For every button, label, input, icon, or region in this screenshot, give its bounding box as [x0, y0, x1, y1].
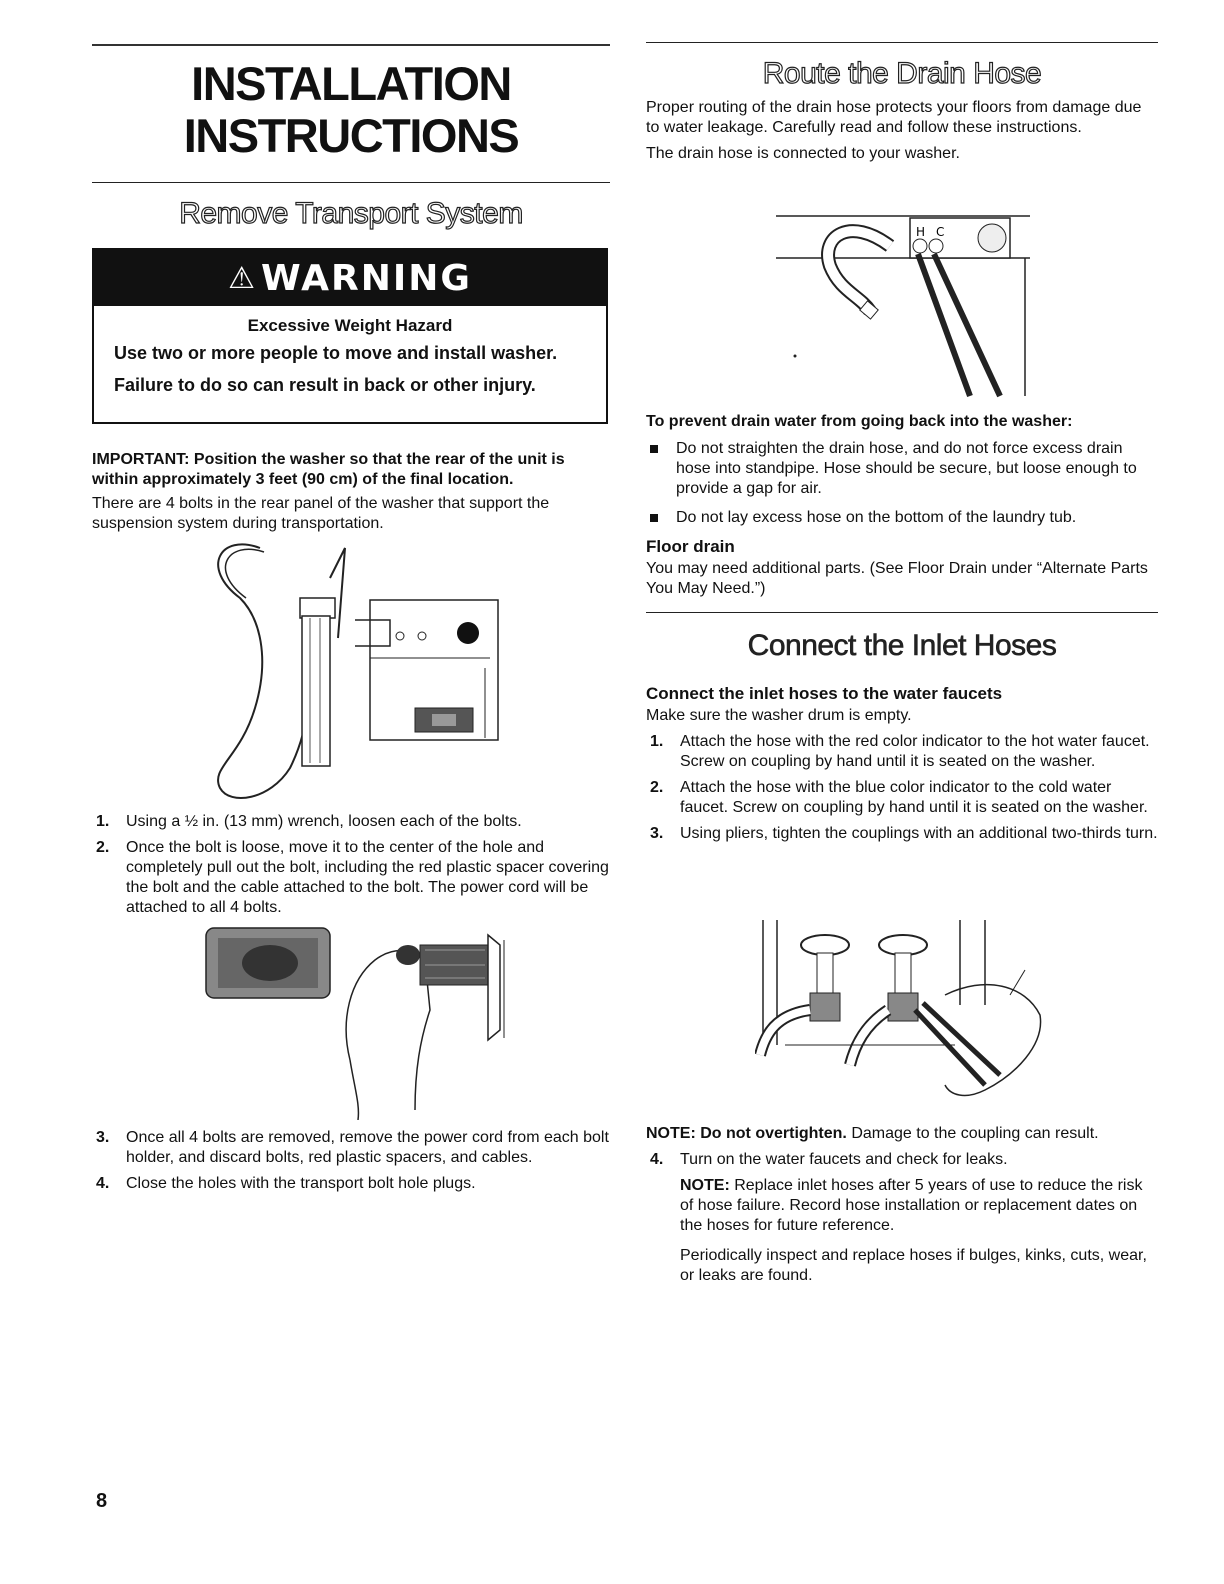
- replace-note: NOTE: Replace inlet hoses after 5 years …: [680, 1177, 1143, 1234]
- cold-label: C: [936, 225, 944, 239]
- route-drain-hose-heading: Route the Drain Hose: [762, 56, 1042, 90]
- section-rule-right: [646, 612, 1158, 613]
- warning-hazard: Excessive Weight Hazard: [247, 316, 453, 335]
- drain-intro: Proper routing of the drain hose protect…: [646, 99, 1142, 136]
- page-number: 8: [96, 1490, 108, 1512]
- warning-box: ⚠ WARNING Excessive Weight Hazard Use tw…: [92, 248, 608, 424]
- inlet-step-2: 2.Attach the hose with the blue color in…: [650, 779, 1148, 816]
- inlet-step-1: 1.Attach the hose with the red color ind…: [650, 733, 1150, 770]
- inlet-step-3: 3.Using pliers, tighten the couplings wi…: [650, 825, 1158, 842]
- bolt-cable-illustration: [217, 543, 499, 799]
- drain-bullet-2: Do not lay excess hose on the bottom of …: [646, 508, 1158, 528]
- remove-step-3: 3.Once all 4 bolts are removed, remove t…: [96, 1129, 609, 1166]
- drain-connected: The drain hose is connected to your wash…: [646, 145, 960, 162]
- floor-drain-text: You may need additional parts. (See Floo…: [646, 560, 1148, 597]
- warning-label: WARNING: [261, 257, 472, 299]
- prevent-heading: To prevent drain water from going back i…: [646, 413, 1073, 430]
- hand-pulling-bolt-illustration: [205, 927, 505, 1120]
- drain-hose-illustration: H C: [776, 215, 1030, 398]
- bolts-intro: There are 4 bolts in the rear panel of t…: [92, 495, 550, 532]
- title-line-2: INSTRUCTIONS: [183, 109, 520, 162]
- important-note: IMPORTANT: Position the washer so that t…: [92, 451, 565, 488]
- connect-inlet-hoses-heading: Connect the Inlet Hoses: [747, 629, 1057, 663]
- pliers-couplings-illustration: [755, 920, 1042, 1097]
- warning-triangle-icon: ⚠: [228, 260, 258, 296]
- top-rule-left: [92, 44, 610, 46]
- drain-bullet-1: Do not straighten the drain hose, and do…: [646, 439, 1158, 499]
- periodic-inspect: Periodically inspect and replace hoses i…: [680, 1247, 1147, 1284]
- title-line-1: INSTALLATION: [191, 57, 512, 110]
- bullet-square-icon: [650, 514, 658, 522]
- warning-line-2: Failure to do so can result in back or o…: [114, 375, 536, 395]
- bullet-square-icon: [650, 445, 658, 453]
- warning-header: ⚠ WARNING: [94, 250, 606, 306]
- inlet-intro: Make sure the washer drum is empty.: [646, 707, 912, 724]
- remove-step-1: 1.Using a ½ in. (13 mm) wrench, loosen e…: [96, 813, 522, 830]
- warning-line-1: Use two or more people to move and insta…: [114, 343, 558, 363]
- document-title: INSTALLATION INSTRUCTIONS: [92, 58, 610, 162]
- hot-label: H: [916, 225, 925, 239]
- remove-transport-heading: Remove Transport System: [179, 196, 524, 230]
- remove-step-4: 4.Close the holes with the transport bol…: [96, 1175, 476, 1192]
- inlet-step-4: 4.Turn on the water faucets and check fo…: [650, 1151, 1008, 1168]
- remove-step-2: 2.Once the bolt is loose, move it to the…: [96, 839, 609, 916]
- floor-drain-title: Floor drain: [646, 537, 735, 556]
- section-rule: [92, 182, 610, 183]
- top-rule-right: [646, 42, 1158, 43]
- overtighten-note: NOTE: Do not overtighten. Damage to the …: [646, 1125, 1099, 1142]
- inlet-subheading: Connect the inlet hoses to the water fau…: [646, 684, 1003, 703]
